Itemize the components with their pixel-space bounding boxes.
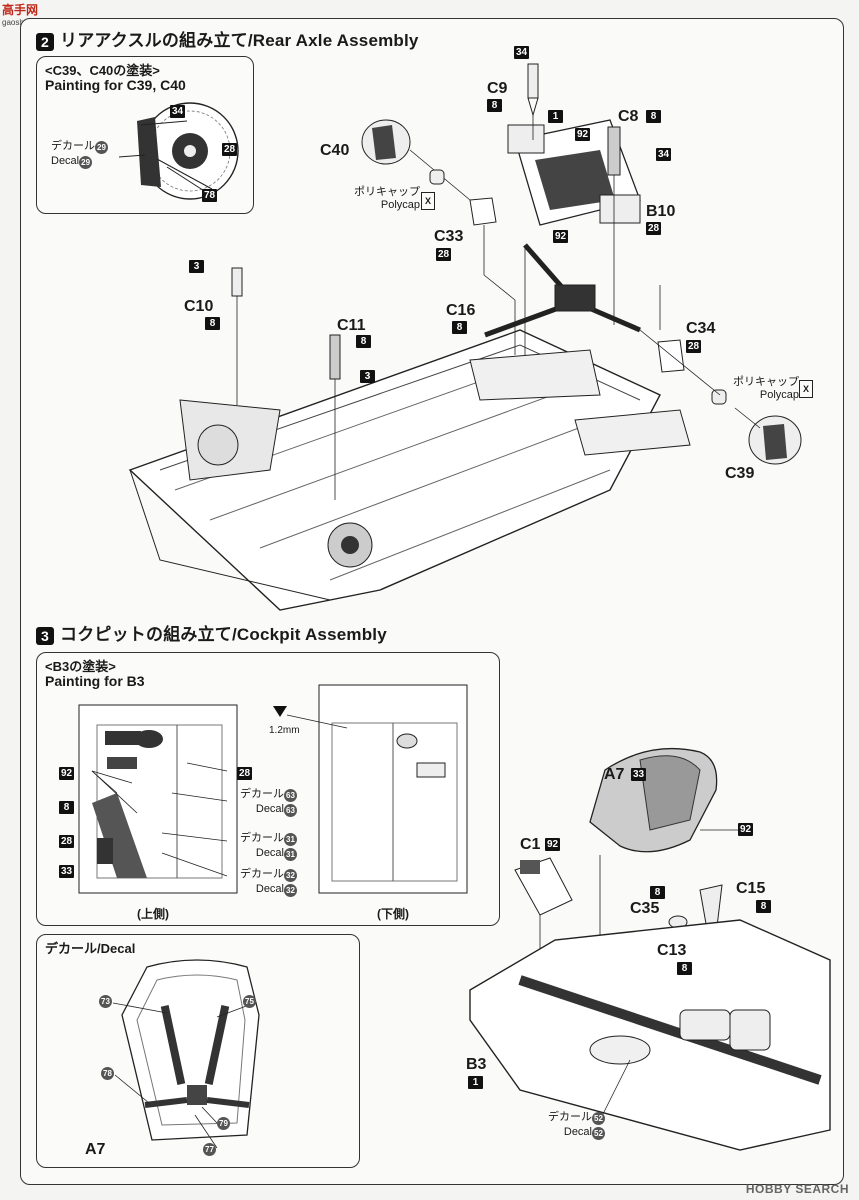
c39-label: C39 (725, 465, 755, 482)
painting-box-c39-c40: <C39、C40の塗装> Painting for C39, C40 34 28… (36, 56, 254, 214)
c9-paint-badge: 34 (514, 46, 529, 59)
c40-label: C40 (320, 142, 350, 159)
c8-label: C8 (618, 108, 639, 125)
polycap-x-icon-2: X (799, 380, 813, 398)
decal-77-badge: 77 (203, 1143, 216, 1156)
b3-color-right-badge: 28 (237, 767, 252, 780)
b3-color-28-badge: 28 (59, 835, 74, 848)
c9-color-badge: 8 (487, 99, 502, 112)
b10-label: B10 (646, 203, 676, 220)
b3-color-badge: 1 (468, 1076, 483, 1089)
a7-label: A7 (604, 766, 625, 783)
color-78-badge: 78 (202, 189, 217, 202)
c11-paint-badge: 3 (360, 370, 375, 383)
c16-label: C16 (446, 302, 476, 319)
b3-color-8-badge: 8 (59, 801, 74, 814)
c35-label: C35 (630, 900, 660, 917)
c13-label: C13 (657, 942, 687, 959)
painting-box-title: <C39、C40の塗装> Painting for C39, C40 (45, 63, 186, 93)
part1-badge: 1 (548, 110, 563, 123)
c11-color-badge: 8 (356, 335, 371, 348)
c16-color-badge: 8 (452, 321, 467, 334)
decal-79-badge: 79 (217, 1117, 230, 1130)
color-34-badge: 34 (170, 105, 185, 118)
c13-color-badge: 8 (677, 962, 692, 975)
decal-75-badge: 75 (243, 995, 256, 1008)
painting-c39-drawing (118, 102, 239, 200)
b10-color-badge: 28 (646, 222, 661, 235)
painting-box-b3: <B3の塗装> Painting for B3 92 8 28 33 28 デカ… (36, 652, 500, 926)
c8-paint-badge: 34 (656, 148, 671, 161)
a7-color-badge: 33 (631, 768, 646, 781)
hobby-search-watermark: HOBBY SEARCH (745, 1182, 849, 1196)
seat-decal-drawing (112, 959, 260, 1149)
c33-label: C33 (434, 228, 464, 245)
drill-size-label: 1.2mm (269, 725, 300, 736)
c8-color-badge: 8 (646, 110, 661, 123)
b3-color-33-badge: 33 (59, 865, 74, 878)
c9-label: C9 (487, 80, 508, 97)
decal-box-title: デカール/Decal (45, 941, 136, 956)
c35-color-badge: 8 (650, 886, 665, 899)
step2-number-badge: 2 (36, 33, 54, 51)
c10-paint-badge: 3 (189, 260, 204, 273)
polycap-x-icon: X (421, 192, 435, 210)
painting-b3-title: <B3の塗装> Painting for B3 (45, 659, 145, 689)
b3-label: B3 (466, 1056, 487, 1073)
top-side-caption: (上側) (137, 907, 169, 921)
a7-paint-badge: 92 (738, 823, 753, 836)
c15-color-badge: 8 (756, 900, 771, 913)
decal-78-badge: 78 (101, 1067, 114, 1080)
c34-color-badge: 28 (686, 340, 701, 353)
c11-label: C11 (337, 317, 366, 334)
rear-axle-drawing (128, 63, 802, 611)
c10-color-badge: 8 (205, 317, 220, 330)
a7-decal-label: A7 (85, 1141, 106, 1158)
c34-label: C34 (686, 320, 716, 337)
c15-label: C15 (736, 880, 766, 897)
bottom-side-caption: (下側) (377, 907, 409, 921)
b3-color-92-badge: 92 (59, 767, 74, 780)
decal-73-badge: 73 (99, 995, 112, 1008)
cockpit-top-bottom-drawing (78, 684, 468, 894)
step3-number-badge: 3 (36, 627, 54, 645)
color-28-badge: 28 (222, 143, 237, 156)
c1-color-badge: 92 (545, 838, 560, 851)
decal-seatbelt-box: デカール/Decal 73 75 78 79 77 A7 (36, 934, 360, 1168)
c1-label: C1 (520, 836, 541, 853)
c33-color-badge: 28 (436, 248, 451, 261)
shaft-paint-badge: 92 (553, 230, 568, 243)
part1-paint-badge: 92 (575, 128, 590, 141)
c10-label: C10 (184, 298, 214, 315)
